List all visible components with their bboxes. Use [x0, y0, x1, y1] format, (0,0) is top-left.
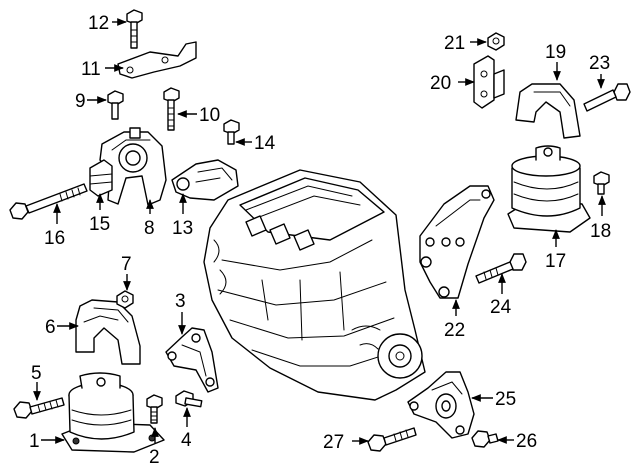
part-11-bracket-plate — [117, 41, 197, 79]
callout-17: 17 — [545, 251, 566, 272]
callout-20: 20 — [430, 73, 451, 94]
callout-22: 22 — [444, 320, 465, 341]
callout-21: 21 — [444, 33, 465, 54]
callout-18: 18 — [590, 221, 611, 242]
part-3-bracket — [165, 327, 219, 393]
part-4-flange-bolt — [175, 390, 203, 408]
part-26-flange-bolt — [471, 430, 499, 448]
part-14-bolt — [223, 119, 240, 145]
callout-23: 23 — [589, 53, 610, 74]
callout-12: 12 — [88, 13, 109, 34]
part-23-bolt — [583, 83, 631, 112]
part-27-long-bolt — [367, 427, 417, 452]
part-17-hydraulic-mount — [507, 145, 591, 233]
part-16-long-bolt — [9, 183, 88, 220]
part-1-engine-mount — [61, 372, 165, 453]
callout-10: 10 — [199, 105, 220, 126]
part-22-engine-bracket — [419, 185, 495, 299]
leader-lines — [33, 18, 606, 445]
callout-8: 8 — [144, 218, 155, 239]
part-19-upper-stopper — [515, 83, 581, 139]
part-18-bolt — [593, 171, 610, 195]
callout-15: 15 — [89, 214, 110, 235]
callout-19: 19 — [545, 42, 566, 63]
part-21-nut — [487, 32, 505, 51]
part-15-damper — [89, 159, 113, 197]
callout-24: 24 — [490, 297, 512, 318]
callout-9: 9 — [75, 91, 86, 112]
callout-6: 6 — [45, 317, 56, 338]
part-25-rear-mount — [407, 371, 475, 439]
callout-14: 14 — [254, 133, 276, 154]
callout-25: 25 — [495, 389, 516, 410]
callout-2: 2 — [149, 447, 160, 468]
part-5-bolt — [13, 397, 65, 419]
part-10-bolt — [163, 87, 180, 131]
callout-27: 27 — [323, 432, 344, 453]
part-2-bolt — [146, 394, 163, 424]
callout-13: 13 — [172, 218, 193, 239]
part-6-stopper — [75, 299, 141, 365]
callout-7: 7 — [121, 254, 132, 275]
callout-1: 1 — [29, 431, 40, 452]
callout-labels: 1 2 3 4 5 6 7 8 9 10 11 12 13 14 15 16 1… — [29, 13, 611, 468]
part-24-long-bolt — [475, 253, 527, 284]
part-13-mount-bracket — [171, 159, 239, 201]
callout-4: 4 — [181, 430, 192, 451]
part-7-nut — [116, 290, 134, 309]
callout-16: 16 — [44, 228, 65, 249]
callout-5: 5 — [31, 363, 42, 384]
part-9-bolt — [107, 90, 124, 120]
engine-assembly — [203, 169, 426, 401]
callout-3: 3 — [175, 291, 186, 312]
part-20-small-bracket — [473, 55, 505, 109]
callout-26: 26 — [516, 431, 537, 452]
callout-11: 11 — [81, 59, 101, 80]
part-12-bolt — [126, 9, 143, 49]
